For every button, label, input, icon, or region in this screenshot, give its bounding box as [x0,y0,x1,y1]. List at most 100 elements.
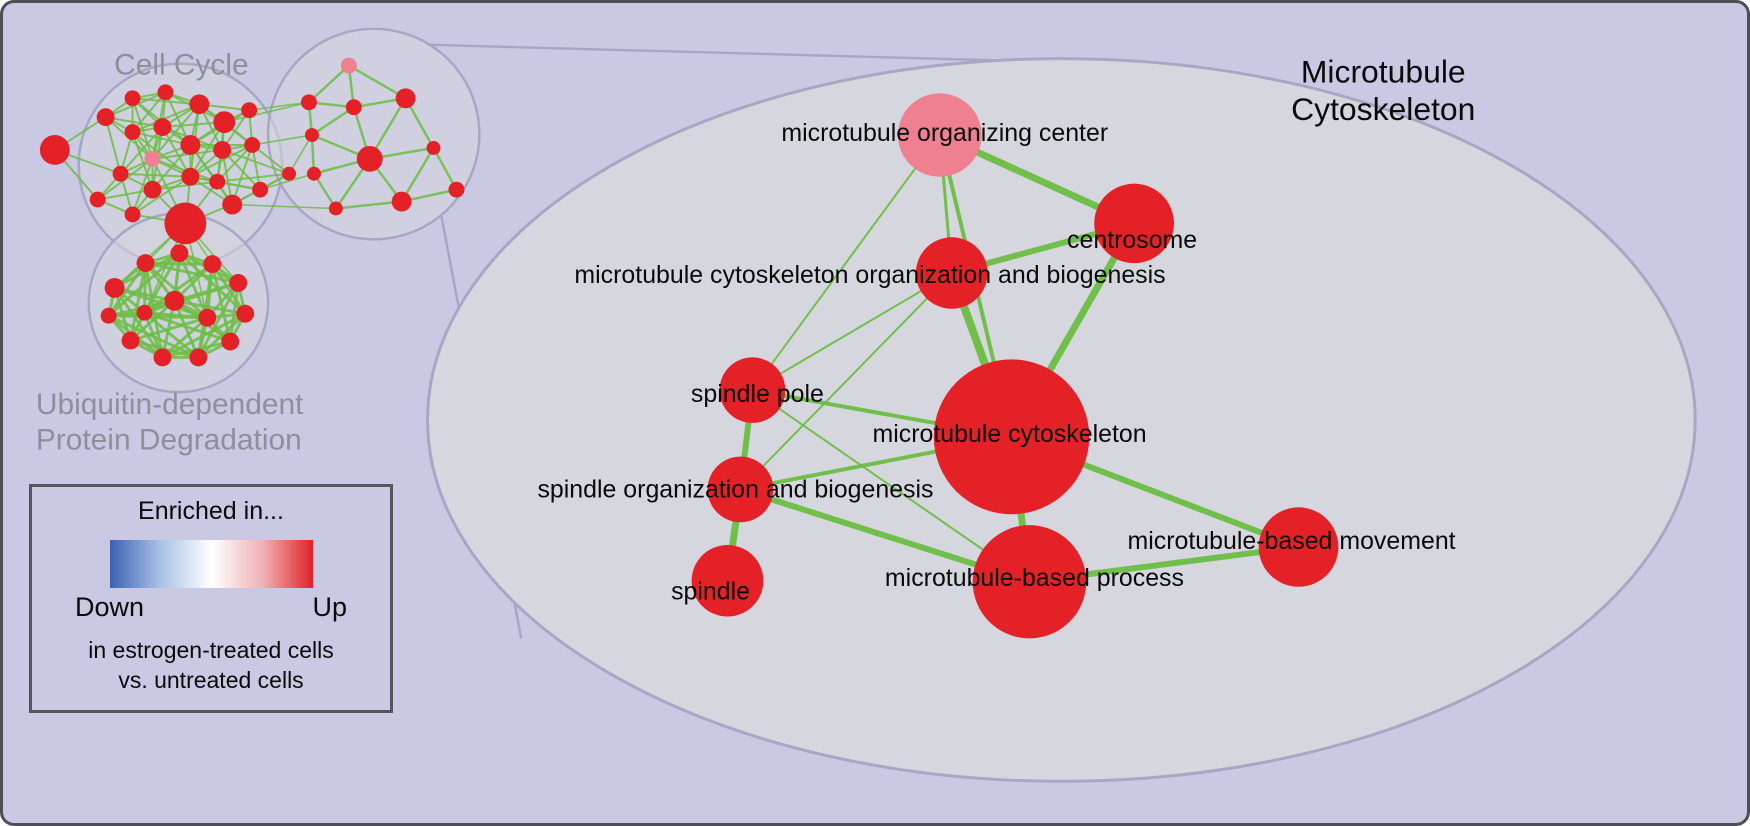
overview-node [170,244,189,263]
detail-node-label-org: microtubule cytoskeleton organization an… [574,261,1165,289]
overview-node [180,135,201,155]
legend-gradient-bar [109,540,313,588]
overview-edge [211,263,247,315]
overview-edge [232,203,336,210]
overview-node [252,181,269,198]
zoom-cone-line [426,43,1005,62]
overview-edge [173,300,200,358]
overview-node [356,145,383,172]
overview-edge [224,101,310,123]
overview-cluster-label: Ubiquitin-dependent [36,388,304,421]
network-canvas: microtubule organizing centercentrosomem… [36,27,1697,783]
overview-node [153,348,172,367]
detail-node-movement [1258,507,1339,587]
overview-node [157,84,174,101]
overview-edge [107,262,147,317]
overview-node [189,94,210,115]
overview-node [181,167,200,186]
detail-node-process [972,525,1087,639]
overview-node [328,201,343,216]
detail-edge-moc-spindle_pole [751,134,941,391]
detail-title-line: Cytoskeleton [1291,91,1475,127]
overview-node [198,308,217,327]
legend-title: Enriched in... [138,497,284,525]
detail-node-label-moc: microtubule organizing center [781,119,1108,147]
detail-node-label-spindle_org: spindle organization and biogenesis [537,475,933,503]
detail-node-org [915,237,988,309]
overview-node [96,108,115,127]
detail-node-spindle [691,545,764,617]
overview-edge [130,316,208,342]
overview-edge [97,188,153,201]
legend-caption-line1: in estrogen-treated cells [88,637,334,663]
detail-edge-org-spindle_pole [751,272,953,392]
detail-node-label-movement: microtubule-based movement [1128,527,1456,555]
overview-edge [259,172,315,191]
overview-edge [132,175,191,216]
overview-edge [249,101,310,112]
overview-node [236,304,255,323]
overview-node [164,202,207,245]
overview-edge [144,311,208,320]
overview-edge [308,64,350,104]
legend-up-label: Up [312,592,347,622]
overview-edge [131,131,154,190]
detail-node-label-process: microtubule-based process [885,564,1184,592]
overview-edge [231,144,254,205]
overview-node [153,118,172,137]
overview-edge [104,116,122,175]
overview-edge [348,64,407,100]
detail-edge-org-spindle_org [739,272,953,491]
overview-node [121,331,140,350]
detail-title-line: Microtubule [1301,53,1466,89]
legend-ends-row: Down Up [75,592,347,623]
overview-edge [131,158,154,215]
detail-node-centrosome [1094,183,1174,264]
overview-cluster-label: Protein Degradation [36,424,302,457]
detail-node-mt_cyto [933,359,1090,515]
overview-edge [197,282,240,359]
overview-node [164,290,185,311]
overview-node [144,150,161,167]
legend-down-label: Down [75,592,145,622]
overview-node [426,140,441,155]
overview-node [304,128,319,142]
overview-edge [252,134,313,146]
overview-edge [311,106,355,137]
overview-node [395,88,416,109]
overview-edge [119,126,164,175]
overview-node [104,277,125,298]
detail-node-label-spindle_pole: spindle pole [691,380,824,408]
overview-node [100,307,117,324]
overview-edge [131,91,167,133]
overview-cluster-label: Cell Cycle [114,49,249,82]
overview-edge [217,172,290,183]
overview-node [340,57,357,74]
overview-edge [161,316,209,359]
overview-node [213,140,232,159]
overview-edge [189,144,253,178]
overview-edge [120,172,191,178]
overview-node [136,304,153,321]
overview-edge [132,103,200,133]
overview-node [282,166,296,181]
overview-edge [152,180,218,191]
overview-node [229,274,248,292]
overview-node [300,94,317,111]
overview-edge [105,116,163,129]
overview-node [209,173,226,190]
overview-node [124,90,141,107]
detail-node-spindle_org [707,456,774,523]
overview-edge [288,134,313,175]
overview-node [124,124,141,140]
overview-node [221,332,240,351]
overview-node [345,99,362,116]
overview-node [203,255,222,274]
overview-node [112,165,129,182]
detail-node-label-spindle: spindle [671,578,750,606]
overview-node [136,254,155,273]
overview-node [213,111,236,134]
overview-node [39,135,70,165]
overview-edge [161,126,192,178]
